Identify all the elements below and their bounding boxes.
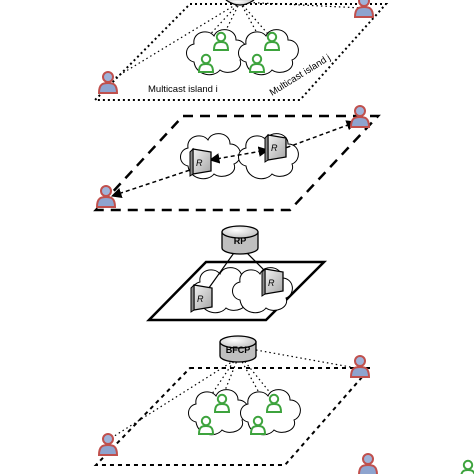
bfcp-node-label: BFCP xyxy=(226,345,251,355)
router-b-label: R xyxy=(271,143,278,153)
multicast-plane xyxy=(92,3,389,101)
router-layer: R R xyxy=(93,105,381,212)
hub-node-partial xyxy=(225,0,255,6)
rp-node: RP xyxy=(221,225,259,255)
remote-user-icon xyxy=(98,433,118,456)
bfcp-layer: BFCP xyxy=(93,335,474,474)
remote-user-icon xyxy=(96,185,116,208)
local-user-icon xyxy=(460,459,474,474)
remote-user-icon xyxy=(358,453,378,474)
router-a-label: R xyxy=(196,158,203,168)
remote-user-icon xyxy=(354,0,374,18)
multicast-layer: Multicast island i Multicast island j xyxy=(92,0,389,101)
rp-router-b-label: R xyxy=(268,278,275,288)
rp-plane xyxy=(146,260,328,322)
bfcp-node: BFCP xyxy=(219,335,257,363)
rp-layer: RP R R xyxy=(146,225,328,322)
remote-user-icon xyxy=(350,355,370,378)
router-links xyxy=(111,120,357,198)
island-i-label: Multicast island i xyxy=(148,84,218,95)
rp-node-label: RP xyxy=(234,236,247,246)
router-plane xyxy=(93,114,381,212)
rp-router-a-label: R xyxy=(197,294,204,304)
remote-user-icon xyxy=(98,71,118,94)
bfcp-plane xyxy=(93,367,373,466)
